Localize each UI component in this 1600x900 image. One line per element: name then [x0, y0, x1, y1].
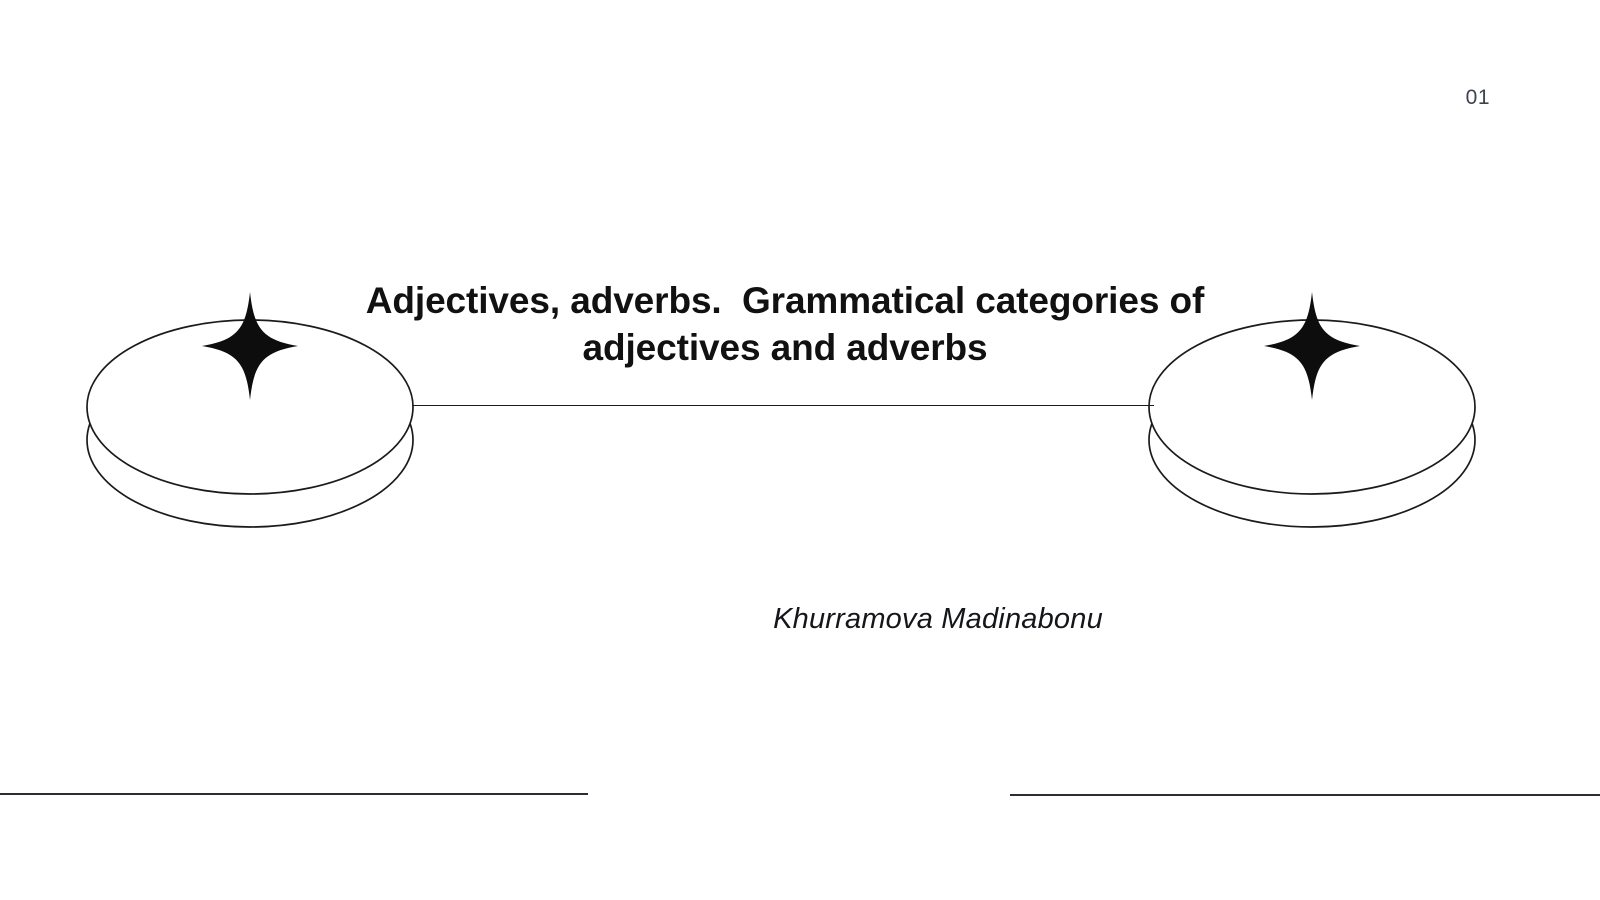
bottom-rule-left: [0, 793, 588, 795]
decoration-right-ring: [1142, 292, 1482, 550]
ring-disc-shape: [1148, 292, 1476, 528]
connector-line: [412, 405, 1154, 406]
author-block: Khurramova Madinabonu: [438, 603, 1438, 636]
four-pointed-star-icon: [202, 292, 298, 400]
slide-title: Adjectives, adverbs. Grammatical categor…: [365, 280, 1215, 368]
author-name: Khurramova Madinabonu: [773, 603, 1103, 635]
four-pointed-star-icon: [1264, 292, 1360, 400]
ring-disc-shape: [86, 292, 414, 528]
page-number: 01: [1465, 86, 1490, 109]
title-block: Adjectives, adverbs. Grammatical categor…: [290, 278, 1280, 371]
bottom-rule-right: [1010, 794, 1600, 796]
decoration-left-ring: [80, 292, 420, 550]
